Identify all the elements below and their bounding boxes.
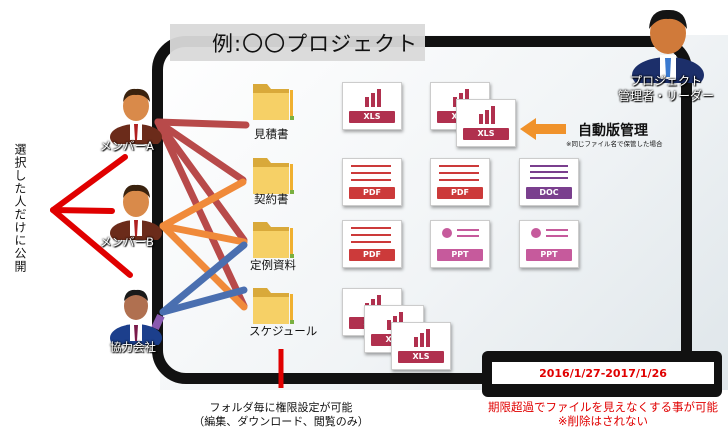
- doc-badge: DOC: [526, 187, 572, 199]
- ppt-badge: PPT: [437, 249, 483, 261]
- manager-label-line2: 管理者・リーダー: [617, 89, 714, 103]
- presentation-icon: [442, 228, 479, 238]
- document-lines-icon: [351, 165, 391, 181]
- xls-badge: XLS: [463, 128, 509, 140]
- auto-version-title: 自動版管理: [578, 123, 648, 139]
- document-lines-icon: [351, 227, 391, 243]
- expiry-note-line2: ※削除はされない: [557, 414, 649, 428]
- line-memberA-keiyaku: [154, 118, 247, 184]
- line-partner-teirei: [159, 241, 248, 316]
- select-line-top: [50, 154, 128, 213]
- pdf-badge: PDF: [349, 187, 395, 199]
- presentation-icon: [531, 228, 568, 238]
- line-memberA-mitsumori: [154, 118, 250, 129]
- manager-label: プロジェクト 管理者・リーダー: [610, 74, 722, 104]
- select-line-bottom: [50, 207, 133, 278]
- file-ppt-teirei-2: PPT: [519, 220, 579, 268]
- file-xls-schedule-3: XLS: [391, 322, 451, 370]
- select-line-mid: [50, 207, 115, 214]
- file-ppt-teirei-1: PPT: [430, 220, 490, 268]
- bar-chart-icon: [414, 329, 430, 347]
- folder-icon-keiyaku: [253, 158, 294, 194]
- line-memberB-teirei: [159, 222, 248, 246]
- document-lines-icon: [530, 165, 568, 179]
- line-memberA-schedule: [154, 118, 248, 310]
- folder-label-keiyaku: 契約書: [254, 192, 289, 206]
- folder-label-teirei: 定例資料: [250, 258, 296, 272]
- member-b-label: メンバーB: [100, 235, 154, 249]
- line-memberB-keiyaku: [159, 178, 247, 230]
- permission-note: フォルダ毎に権限設定が可能 （編集、ダウンロード、閲覧のみ）: [170, 401, 392, 429]
- file-pdf-keiyaku-2: PDF: [430, 158, 490, 206]
- date-range-text: 2016/1/27-2017/1/26: [492, 362, 714, 384]
- document-lines-icon: [439, 165, 479, 181]
- permission-note-line1: フォルダ毎に権限設定が可能: [209, 401, 353, 414]
- file-pdf-teirei: PDF: [342, 220, 402, 268]
- person-manager: [632, 9, 704, 83]
- folder-icon-teirei: [253, 222, 294, 258]
- project-title: 例:〇〇プロジェクト: [212, 32, 419, 56]
- folder-label-mitsumori: 見積書: [254, 127, 289, 141]
- file-xls-version-new: XLS: [456, 99, 516, 147]
- permission-note-line2: （編集、ダウンロード、閲覧のみ）: [193, 415, 369, 428]
- xls-badge: XLS: [349, 111, 395, 123]
- person-partner: [110, 289, 165, 345]
- ppt-badge: PPT: [526, 249, 572, 261]
- file-pdf-keiyaku-1: PDF: [342, 158, 402, 206]
- expiry-note-line1: 期限超過でファイルを見えなくする事が可能: [488, 400, 718, 414]
- auto-version-arrow: [520, 118, 566, 140]
- file-doc-keiyaku: DOC: [519, 158, 579, 206]
- expiry-note: 期限超過でファイルを見えなくする事が可能 ※削除はされない: [478, 400, 728, 428]
- folder-label-schedule: スケジュール: [249, 324, 318, 338]
- person-member-a: [110, 88, 162, 144]
- person-member-b: [110, 184, 162, 240]
- auto-version-subtitle: ※同じファイル名で保管した場合: [566, 140, 663, 148]
- line-partner-schedule: [159, 286, 248, 316]
- left-caption: 選択した人だけに公開: [13, 143, 27, 273]
- pdf-badge: PDF: [437, 187, 483, 199]
- manager-label-line1: プロジェクト: [629, 74, 702, 88]
- folder-icon-mitsumori: [253, 84, 294, 120]
- title-band: [170, 24, 425, 61]
- bar-chart-icon: [365, 89, 381, 107]
- folder-icon-schedule: [253, 288, 294, 324]
- file-xls-mitsumori: XLS: [342, 82, 402, 130]
- line-memberA-teirei: [154, 118, 248, 244]
- pdf-badge: PDF: [349, 249, 395, 261]
- member-a-label: メンバーA: [100, 139, 154, 153]
- xls-badge: XLS: [398, 351, 444, 363]
- partner-label: 協力会社: [110, 340, 156, 354]
- bar-chart-icon: [479, 106, 495, 124]
